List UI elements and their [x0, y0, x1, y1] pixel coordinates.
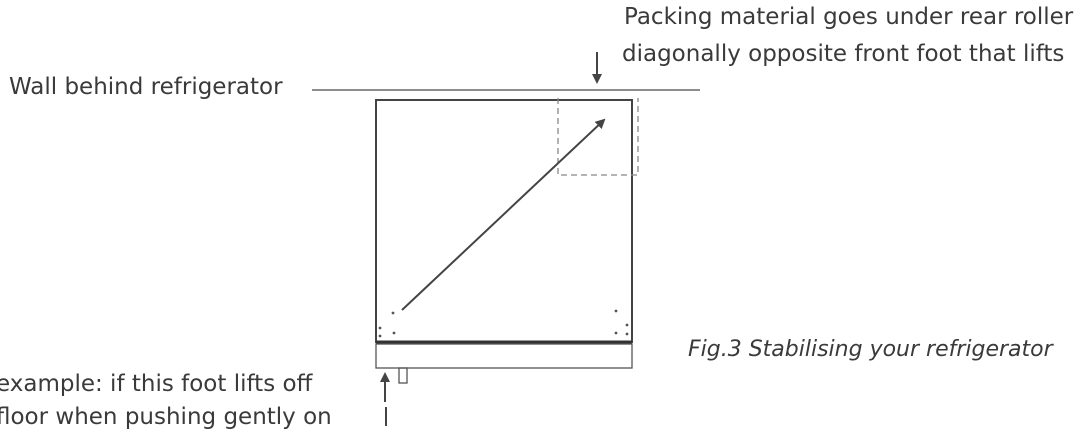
figure-caption: Fig.3 Stabilising your refrigerator	[688, 337, 1053, 362]
corner-dots	[378, 309, 629, 338]
packing-area-box	[557, 98, 639, 176]
example-label-line1: example: if this foot lifts off	[0, 371, 313, 397]
refrigerator-body	[375, 99, 633, 343]
packing-label-line1: Packing material goes under rear roller	[624, 4, 1074, 30]
front-foot	[398, 367, 408, 384]
diagonal-arrow	[401, 118, 606, 311]
packing-label-line2: diagonally opposite front foot that lift…	[622, 41, 1065, 67]
example-label-line2: floor when pushing gently on	[0, 404, 332, 430]
refrigerator-base	[375, 343, 633, 369]
wall-label: Wall behind refrigerator	[9, 74, 283, 100]
